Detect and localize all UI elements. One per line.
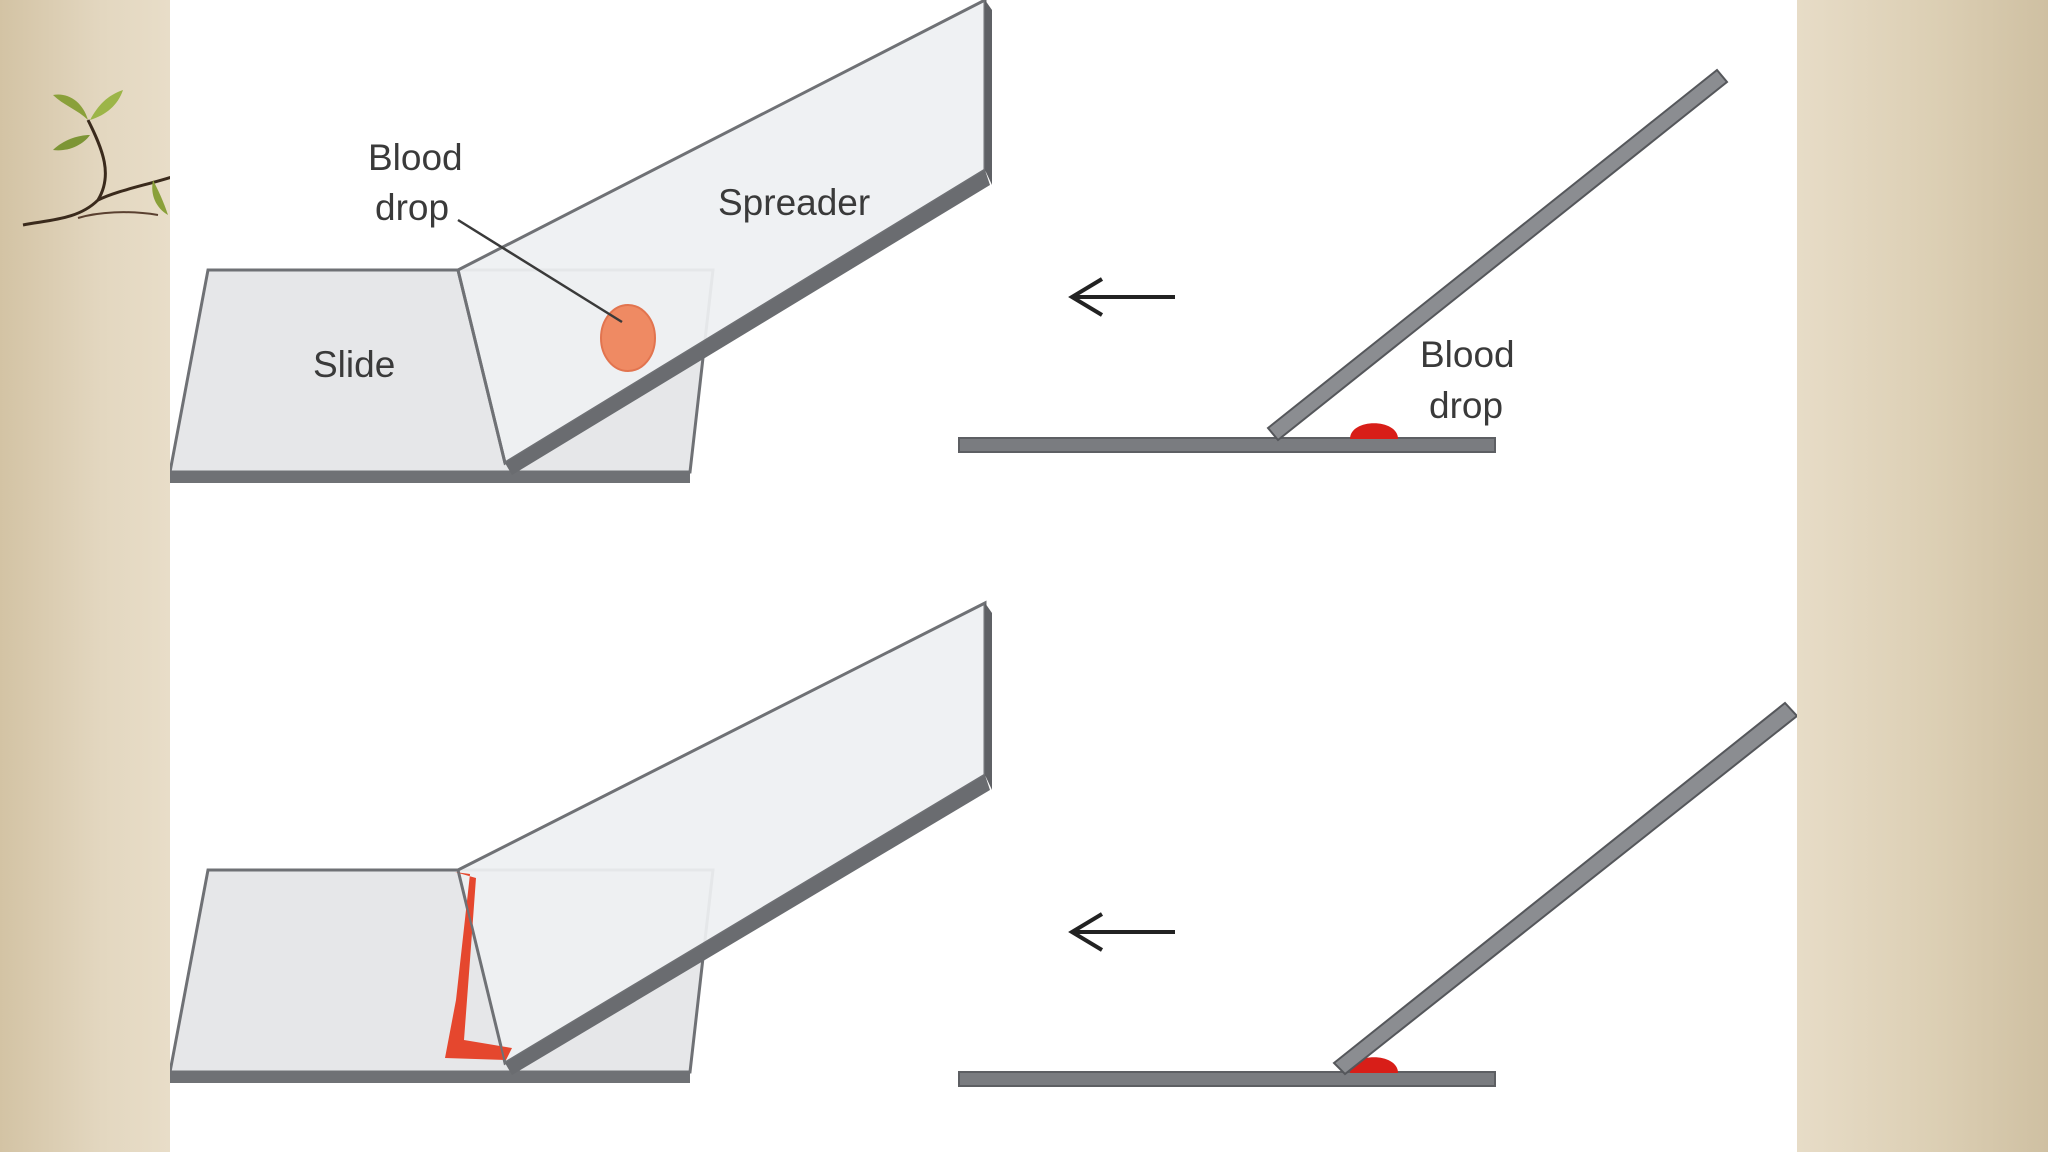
label-blood-drop-line2: drop (375, 187, 449, 228)
panel-top-right: Blood drop (958, 68, 1729, 453)
label-spreader: Spreader (718, 182, 870, 223)
left-background-strip (0, 0, 170, 1152)
vine-decoration-icon (22, 90, 178, 227)
spreader-edge-bottom (505, 170, 990, 475)
spreader-contact-edge (457, 869, 506, 1064)
blood-drop (600, 304, 656, 372)
left-arrow-icon (1068, 912, 1175, 952)
diagram-canvas: Blood drop Spreader Slide Blood drop (170, 0, 1797, 1152)
label-blood-drop-line1: Blood (1420, 334, 1515, 375)
slide-side-view (958, 437, 1496, 453)
panel-top-left: Blood drop Spreader Slide (170, 0, 992, 483)
panel-bottom-left (170, 600, 992, 1083)
label-blood-drop-line1: Blood (368, 137, 463, 178)
slide-edge (170, 1072, 690, 1083)
blood-smear-diagram: Blood drop Spreader Slide Blood drop (170, 0, 1797, 1087)
slide-side-view (958, 1071, 1496, 1087)
right-background-strip (1797, 0, 2048, 1152)
spreader-side-view (1266, 68, 1729, 442)
left-arrow-icon (1068, 277, 1175, 317)
blood-drop-leader-line (457, 218, 623, 324)
blood-drop-side-view (1350, 423, 1398, 439)
spreader (456, 0, 992, 475)
spreader-side-view (1332, 701, 1797, 1076)
spreader-edge-right (985, 0, 992, 185)
blood-smear-streak (445, 872, 512, 1060)
spreader-contact-edge (456, 269, 507, 464)
label-blood-drop-line2: drop (1429, 385, 1503, 426)
spreader-edge-right (985, 603, 992, 790)
spreader-edge-bottom (505, 775, 990, 1075)
spreader (456, 600, 992, 1075)
slide-edge (170, 472, 690, 483)
label-slide: Slide (313, 344, 395, 385)
panel-bottom-right (958, 701, 1797, 1087)
